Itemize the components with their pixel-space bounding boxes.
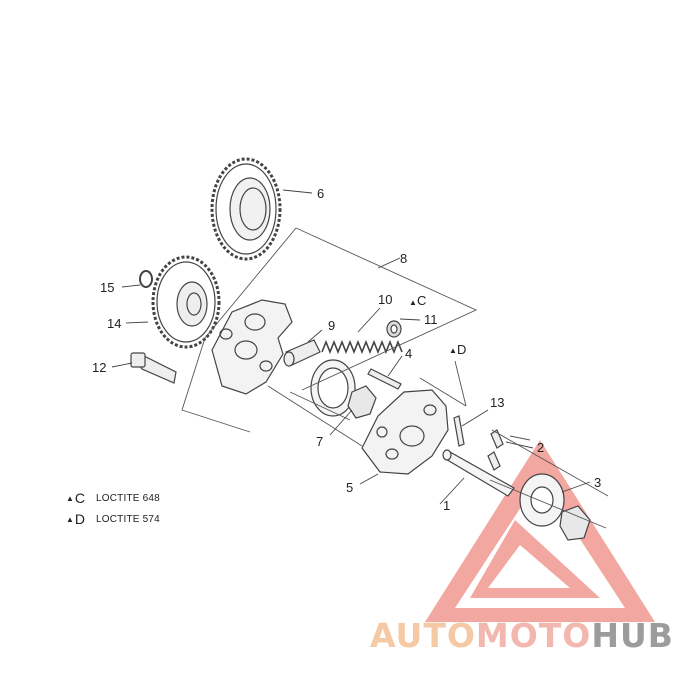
callout-7: 7 (316, 434, 323, 449)
part-4-dowel-pin (367, 368, 402, 390)
drop-icon: ▲ (66, 493, 74, 503)
callout-15: 15 (100, 280, 114, 295)
watermark-logo-text: AUTOMOTOHUB (370, 616, 674, 655)
callout-labels: 6 8 15 14 12 10 9 11 4 7 5 1 13 2 3 ▲ C … (92, 186, 601, 513)
part-15-circlip (139, 270, 153, 288)
callout-12: 12 (92, 360, 106, 375)
legend-item-c: ▲C LOCTITE 648 (66, 490, 160, 506)
watermark-part2: MOTO (475, 616, 592, 655)
legend-letter: D (74, 511, 86, 527)
part-9-valve-piston (283, 339, 321, 367)
watermark-part3: HUB (591, 616, 674, 655)
callout-1: 1 (443, 498, 450, 513)
drop-icon: ▲ (66, 514, 74, 524)
callout-13: 13 (490, 395, 504, 410)
callout-10: 10 (378, 292, 392, 307)
part-3-rotor (519, 473, 591, 541)
callout-5: 5 (346, 480, 353, 495)
callout-3: 3 (594, 475, 601, 490)
legend-text: LOCTITE 648 (96, 492, 160, 504)
leader-lines (111, 189, 591, 505)
part-13-pin (453, 415, 465, 447)
part-14-small-gear (151, 255, 221, 349)
callout-11: 11 (424, 312, 438, 327)
assembly-bracket-lines (181, 227, 609, 529)
callout-4: 4 (405, 346, 412, 361)
legend-letter: C (74, 490, 86, 506)
marker-d: D (457, 342, 466, 357)
callout-8: 8 (400, 251, 407, 266)
part-11-plug (386, 320, 402, 338)
part-10-spring (321, 339, 403, 355)
part-7-rotor-set (310, 359, 377, 419)
marker-c: C (417, 293, 426, 308)
pump-body-housing (211, 299, 293, 395)
callout-14: 14 (107, 316, 121, 331)
part-6-large-gear (210, 157, 282, 261)
part-1-shaft (442, 449, 515, 497)
part-2-keys (487, 429, 504, 471)
watermark-part1: AUTO (370, 616, 476, 655)
marker-c-drop-icon: ▲ (409, 298, 417, 307)
legend-item-d: ▲D LOCTITE 574 (66, 511, 160, 527)
callout-9: 9 (328, 318, 335, 333)
part-12-bolt (130, 352, 177, 384)
callout-6: 6 (317, 186, 324, 201)
callout-2: 2 (537, 440, 544, 455)
part-5-pump-cover (361, 389, 449, 475)
watermark-triangle-logo (425, 440, 655, 622)
marker-d-drop-icon: ▲ (449, 346, 457, 355)
legend-text: LOCTITE 574 (96, 513, 160, 525)
